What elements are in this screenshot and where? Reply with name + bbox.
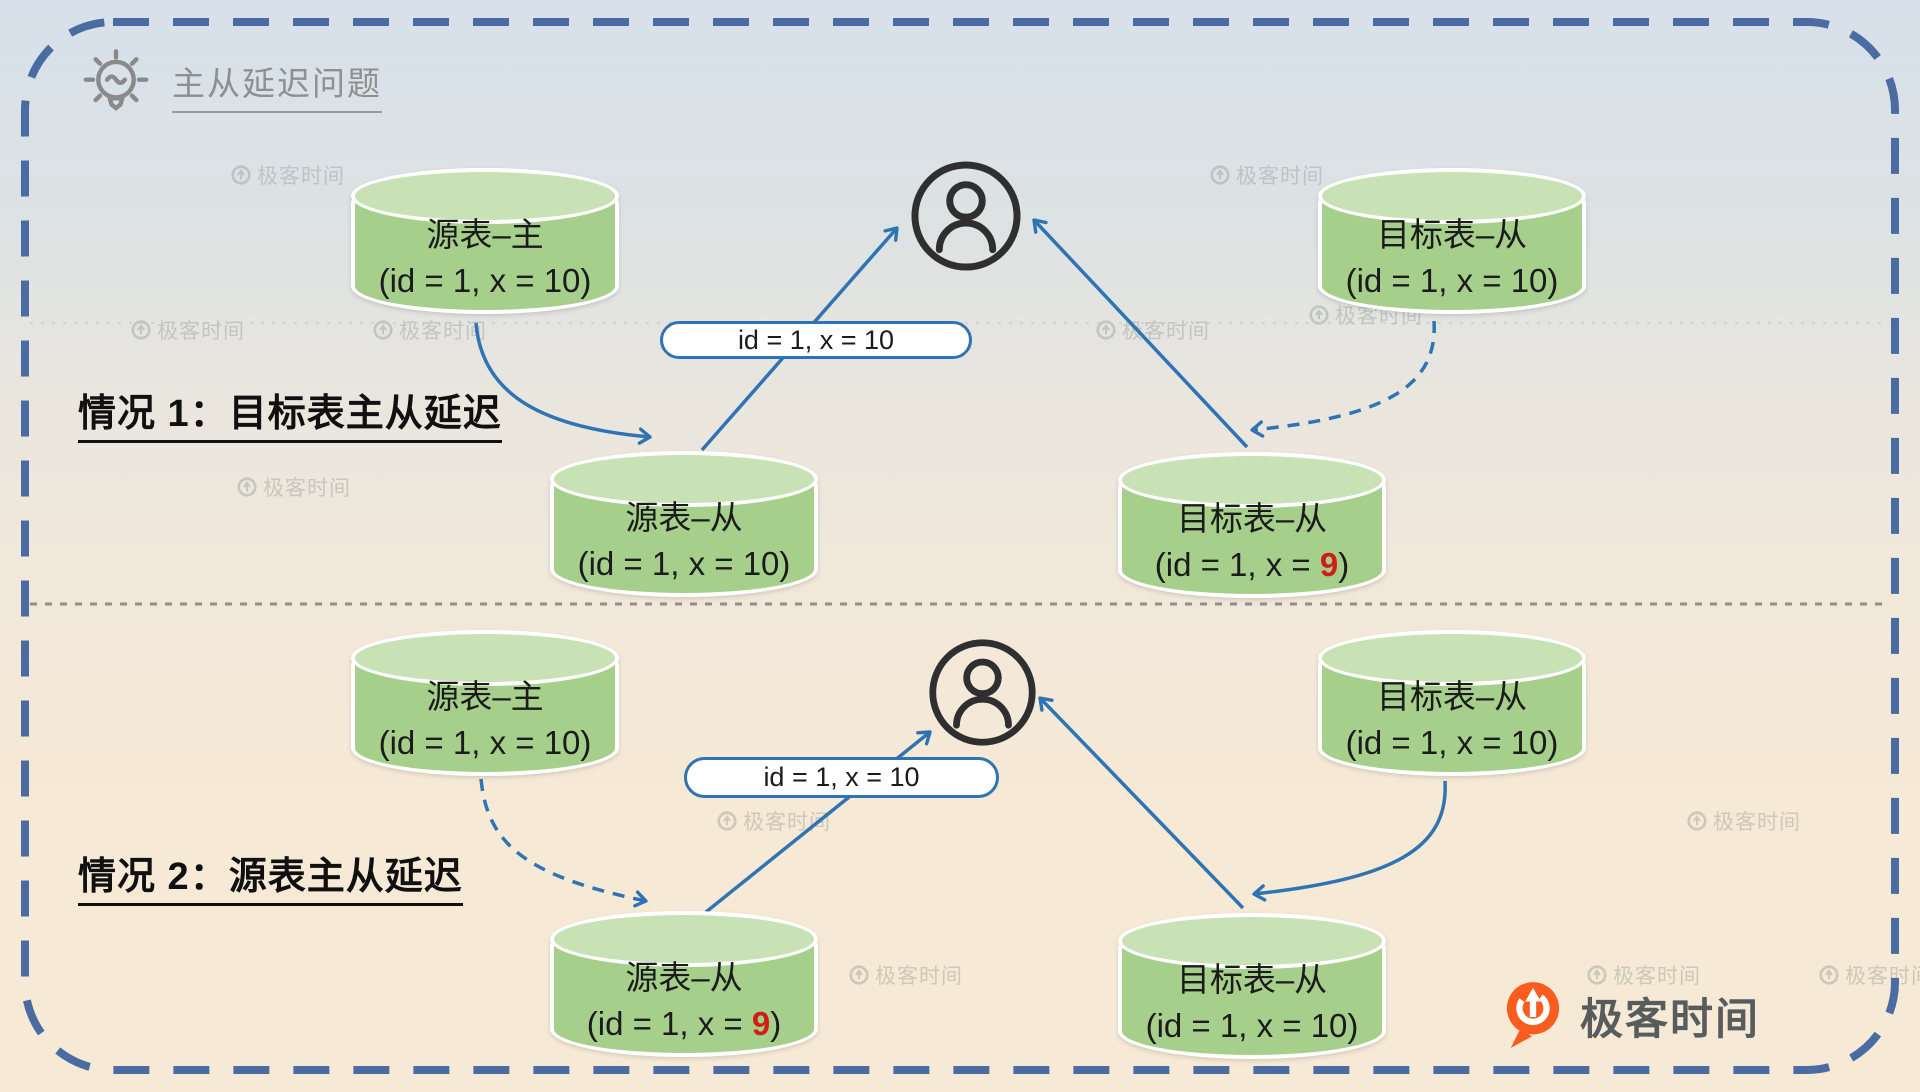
db-name: 源表–从 xyxy=(625,499,743,536)
cylinder-case2-target-slave: 目标表–从 (id = 1, x = 10) xyxy=(1118,913,1386,1059)
geektime-logo-icon xyxy=(1506,982,1560,1048)
cylinder-cap xyxy=(351,168,619,224)
db-name: 目标表–从 xyxy=(1176,961,1328,998)
geektime-mini-logo-icon xyxy=(1096,320,1116,340)
case2-label: 情况 2：源表主从延迟 xyxy=(78,845,463,906)
arrow-case1-source-replication xyxy=(474,322,652,445)
watermark-text: 极客时间 xyxy=(1845,965,1920,988)
db-name: 目标表–从 xyxy=(1376,216,1528,253)
arrow-case2-target-replication xyxy=(1252,780,1447,902)
geektime-mini-logo-icon xyxy=(717,811,737,831)
geektime-mini-logo-icon xyxy=(1819,965,1839,985)
db-value: (id = 1, x = 10) xyxy=(1345,261,1559,299)
geektime-mini-logo-icon xyxy=(1210,165,1230,185)
watermark: 极客时间 xyxy=(1818,960,1920,990)
cylinder-case1-target-upper: 目标表–从 (id = 1, x = 10) xyxy=(1318,168,1586,314)
watermark-text: 极客时间 xyxy=(1236,165,1324,188)
db-name: 源表–主 xyxy=(426,678,544,715)
cylinder-case2-source-master: 源表–主 (id = 1, x = 10) xyxy=(351,630,619,776)
cylinder-case2-source-slave: 源表–从 (id = 1, x = 9) xyxy=(550,911,818,1057)
db-value: (id = 1, x = 9) xyxy=(1154,545,1350,583)
cylinder-cap xyxy=(1318,630,1586,686)
watermark-text: 极客时间 xyxy=(1613,965,1701,988)
geektime-mini-logo-icon xyxy=(231,165,251,185)
watermark-text: 极客时间 xyxy=(875,965,963,988)
case1-compare-value-pill: id = 1, x = 10 xyxy=(660,321,972,359)
db-value: (id = 1, x = 10) xyxy=(1145,1006,1359,1044)
arrow-case1-target-replication-delayed xyxy=(1250,320,1436,438)
user-icon xyxy=(926,636,1039,754)
watermark-text: 极客时间 xyxy=(399,320,487,343)
dashed-frame-border xyxy=(21,18,1899,1074)
db-value: (id = 1, x = 10) xyxy=(1345,723,1559,761)
cylinder-cap xyxy=(1118,452,1386,508)
user-icon xyxy=(908,158,1024,279)
geektime-mini-logo-icon xyxy=(849,965,869,985)
cylinder-cap xyxy=(550,451,818,507)
watermark: 极客时间 xyxy=(230,160,345,190)
header: 主从延迟问题 xyxy=(80,46,382,124)
db-name: 目标表–从 xyxy=(1176,500,1328,537)
watermark-text: 极客时间 xyxy=(1713,811,1801,834)
watermark: 极客时间 xyxy=(848,960,963,990)
cylinder-cap xyxy=(351,630,619,686)
cylinder-case1-target-slave: 目标表–从 (id = 1, x = 9) xyxy=(1118,452,1386,598)
db-value: (id = 1, x = 10) xyxy=(577,544,791,582)
watermark: 极客时间 xyxy=(1209,160,1324,190)
geektime-mini-logo-icon xyxy=(1687,811,1707,831)
case1-label: 情况 1：目标表主从延迟 xyxy=(78,382,502,443)
db-name: 源表–从 xyxy=(625,959,743,996)
geektime-mini-logo-icon xyxy=(131,320,151,340)
db-value: (id = 1, x = 9) xyxy=(586,1004,782,1042)
db-name: 目标表–从 xyxy=(1376,678,1528,715)
arrow-case2-source-replication-delayed xyxy=(479,778,648,908)
db-value: (id = 1, x = 10) xyxy=(378,723,592,761)
watermark: 极客时间 xyxy=(130,315,245,345)
watermark-text: 极客时间 xyxy=(257,165,345,188)
watermark-text: 极客时间 xyxy=(263,477,351,500)
arrow-case1-read-target-slave xyxy=(1032,218,1249,449)
geektime-mini-logo-icon xyxy=(237,477,257,497)
watermark: 极客时间 xyxy=(236,472,351,502)
page-title: 主从延迟问题 xyxy=(172,57,382,113)
geektime-brand: 极客时间 xyxy=(1502,980,1760,1052)
lightbulb-icon xyxy=(83,49,149,111)
watermark: 极客时间 xyxy=(372,315,487,345)
geektime-mini-logo-icon xyxy=(373,320,393,340)
watermark: 极客时间 xyxy=(1686,806,1801,836)
cylinder-cap xyxy=(1118,913,1386,969)
db-value: (id = 1, x = 10) xyxy=(378,261,592,299)
brand-name: 极客时间 xyxy=(1580,996,1760,1044)
cylinder-case1-source-master: 源表–主 (id = 1, x = 10) xyxy=(351,168,619,314)
cylinder-cap xyxy=(550,911,818,967)
watermark-text: 极客时间 xyxy=(157,320,245,343)
watermark: 极客时间 xyxy=(1586,960,1701,990)
case2-compare-value-pill: id = 1, x = 10 xyxy=(684,757,999,798)
cylinder-case1-source-slave: 源表–从 (id = 1, x = 10) xyxy=(550,451,818,597)
db-name: 源表–主 xyxy=(426,216,544,253)
arrow-case2-read-target-slave xyxy=(1038,696,1245,910)
cylinder-cap xyxy=(1318,168,1586,224)
geektime-mini-logo-icon xyxy=(1587,965,1607,985)
cylinder-case2-target-upper: 目标表–从 (id = 1, x = 10) xyxy=(1318,630,1586,776)
